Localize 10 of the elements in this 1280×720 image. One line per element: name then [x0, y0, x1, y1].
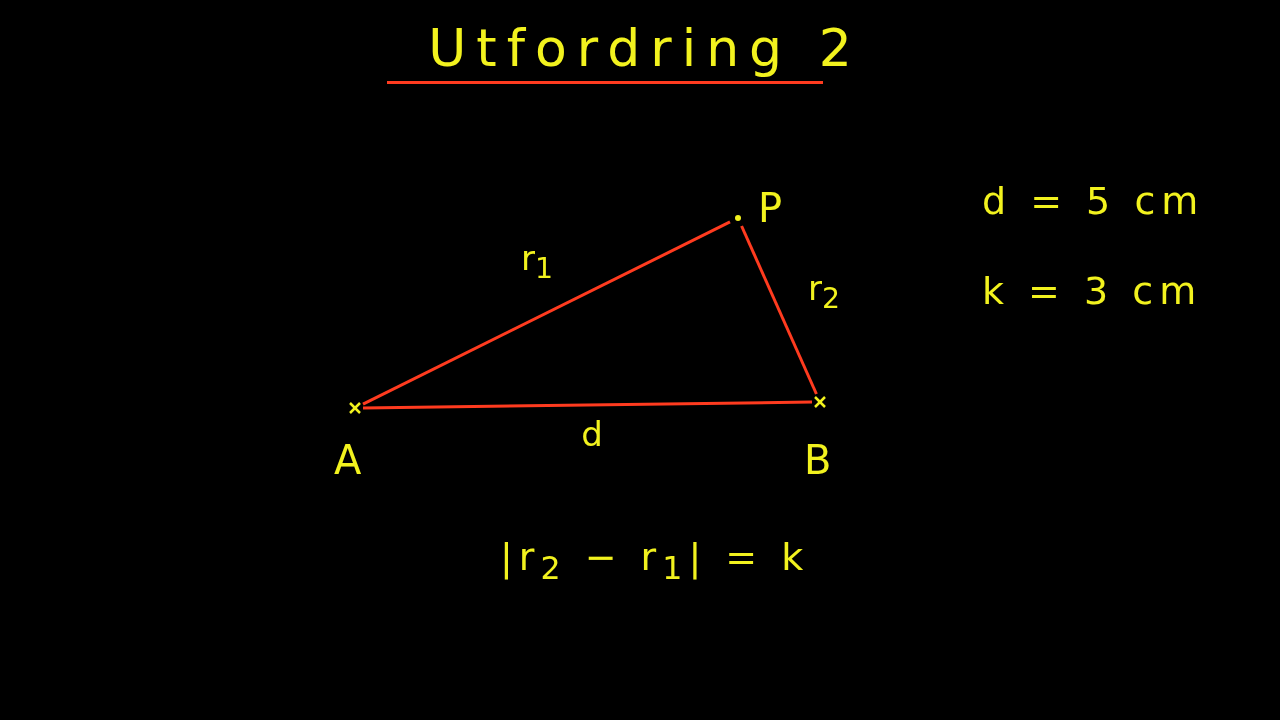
equation: d = 5 cm: [982, 182, 1205, 220]
point-label: P: [758, 188, 783, 228]
title: Utfordring 2: [427, 18, 862, 78]
line-segment: [363, 400, 812, 410]
line-segment: [740, 225, 818, 395]
equation: k = 3 cm: [982, 272, 1203, 310]
point-label: A: [334, 440, 362, 480]
line-segment: [362, 220, 731, 406]
equation: |r$_{2}$ − r$_{1}$| = k: [500, 538, 810, 585]
point-label: B: [804, 440, 832, 480]
